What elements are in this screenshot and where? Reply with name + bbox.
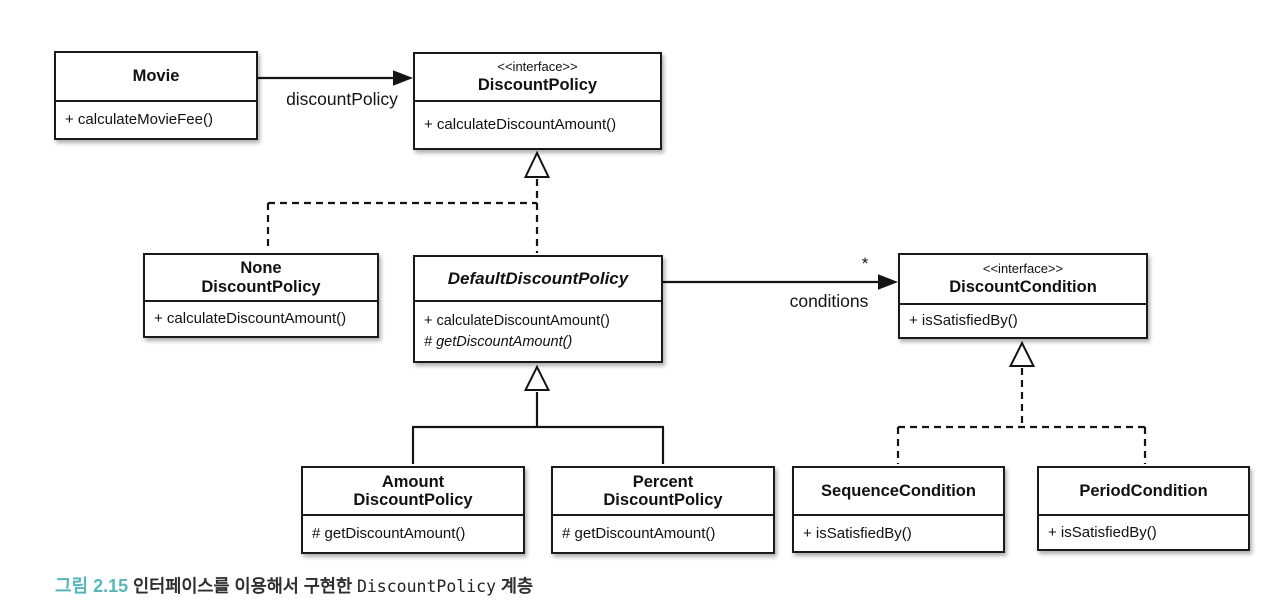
method-label: + isSatisfiedBy() xyxy=(803,524,912,542)
class-methods: + calculateDiscountAmount() # getDiscoun… xyxy=(415,302,661,361)
association-label-discountpolicy: discountPolicy xyxy=(286,89,398,109)
method-label: + isSatisfiedBy() xyxy=(909,312,1018,330)
class-title: None DiscountPolicy xyxy=(145,255,377,302)
method-label: + isSatisfiedBy() xyxy=(1048,523,1157,541)
caption-code-text: DiscountPolicy xyxy=(356,577,497,596)
figure-number-label: 그림 2.15 xyxy=(55,576,129,596)
class-box-movie: Movie + calculateMovieFee() xyxy=(54,51,258,140)
class-box-amountdiscountpolicy: Amount DiscountPolicy # getDiscountAmoun… xyxy=(301,466,525,554)
class-title: PeriodCondition xyxy=(1039,468,1248,516)
class-name: Movie xyxy=(132,67,180,86)
figure-caption: 그림 2.15 인터페이스를 이용해서 구현한 DiscountPolicy 계… xyxy=(55,572,533,598)
class-methods: # getDiscountAmount() xyxy=(553,516,773,552)
class-title: Percent DiscountPolicy xyxy=(553,468,773,516)
abstract-method-label: # getDiscountAmount() xyxy=(424,333,573,350)
association-label-conditions: conditions xyxy=(789,291,869,311)
method-label: + calculateMovieFee() xyxy=(65,111,213,129)
interface-box-discountcondition: <<interface>> DiscountCondition + isSati… xyxy=(898,253,1148,339)
method-label: + calculateDiscountAmount() xyxy=(424,116,617,134)
class-name: Amount DiscountPolicy xyxy=(353,472,473,509)
multiplicity-label: * xyxy=(861,254,869,273)
class-title: DefaultDiscountPolicy xyxy=(415,257,661,302)
class-methods: + calculateMovieFee() xyxy=(56,102,256,138)
class-box-defaultdiscountpolicy: DefaultDiscountPolicy + calculateDiscoun… xyxy=(413,255,663,363)
stereotype-label: <<interface>> xyxy=(497,58,578,74)
class-methods: + calculateDiscountAmount() xyxy=(415,102,660,148)
class-methods: + isSatisfiedBy() xyxy=(794,516,1003,551)
class-name: DiscountPolicy xyxy=(477,75,598,94)
class-methods: + calculateDiscountAmount() xyxy=(145,302,377,336)
class-box-sequencecondition: SequenceCondition + isSatisfiedBy() xyxy=(792,466,1005,553)
class-title: Movie xyxy=(56,53,256,102)
class-box-percentdiscountpolicy: Percent DiscountPolicy # getDiscountAmou… xyxy=(551,466,775,554)
class-methods: + isSatisfiedBy() xyxy=(1039,516,1248,549)
association-arrowhead-icon xyxy=(878,274,898,290)
association-arrowhead-icon xyxy=(393,70,413,86)
interface-box-discountpolicy: <<interface>> DiscountPolicy + calculate… xyxy=(413,52,662,150)
class-title: SequenceCondition xyxy=(794,468,1003,516)
class-name: DefaultDiscountPolicy xyxy=(447,268,629,288)
class-title: Amount DiscountPolicy xyxy=(303,468,523,516)
stereotype-label: <<interface>> xyxy=(982,260,1064,276)
caption-text: 인터페이스를 이용해서 구현한 xyxy=(133,576,353,596)
realization-triangle-icon-discountcondition xyxy=(1008,340,1036,367)
class-name: SequenceCondition xyxy=(821,481,976,500)
method-label: + calculateDiscountAmount() xyxy=(154,310,347,328)
class-name: DiscountCondition xyxy=(949,277,1097,296)
class-box-nonediscountpolicy: None DiscountPolicy + calculateDiscountA… xyxy=(143,253,379,338)
realization-triangle-icon-discountpolicy xyxy=(523,150,551,178)
class-box-periodcondition: PeriodCondition + isSatisfiedBy() xyxy=(1037,466,1250,551)
class-methods: + isSatisfiedBy() xyxy=(900,305,1146,337)
class-methods: # getDiscountAmount() xyxy=(303,516,523,552)
class-title: <<interface>> DiscountPolicy xyxy=(415,54,660,102)
class-name: Percent DiscountPolicy xyxy=(603,472,723,509)
caption-suffix: 계층 xyxy=(500,576,534,596)
generalization-triangle-icon-defaultdiscountpolicy xyxy=(523,364,551,391)
method-label: + calculateDiscountAmount() xyxy=(424,312,610,329)
class-title: <<interface>> DiscountCondition xyxy=(900,255,1146,305)
class-name: PeriodCondition xyxy=(1079,481,1208,500)
class-name: None DiscountPolicy xyxy=(201,259,321,296)
method-label: # getDiscountAmount() xyxy=(312,525,466,543)
method-label: # getDiscountAmount() xyxy=(562,525,716,543)
